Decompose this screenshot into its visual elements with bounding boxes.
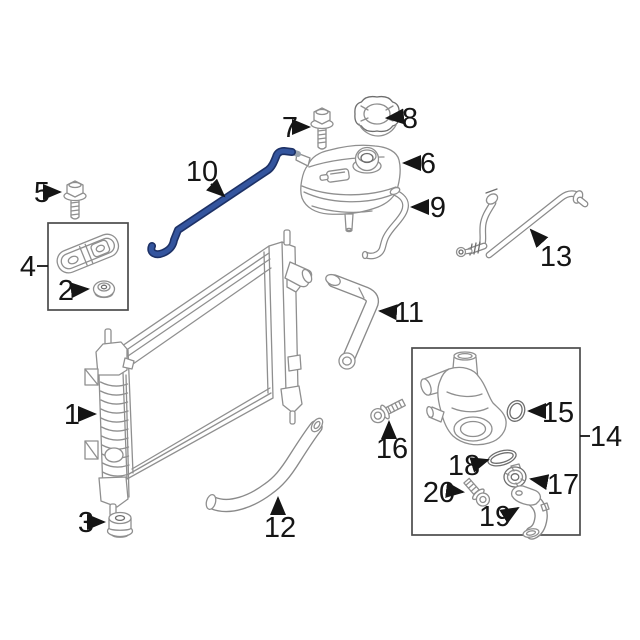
callout-label-5: 5	[34, 177, 50, 209]
callout-label-15: 15	[542, 397, 574, 429]
gasket-18-drawing	[487, 449, 517, 467]
callout-12: 12	[264, 496, 296, 544]
callout-label-16: 16	[376, 433, 408, 465]
callout-11: 11	[378, 297, 424, 329]
callout-label-12: 12	[264, 512, 296, 544]
callout-label-18: 18	[448, 450, 480, 482]
callout-9: 9	[410, 192, 446, 224]
grommet-3-drawing	[106, 511, 134, 538]
bolt-16-drawing	[370, 398, 406, 424]
hose-11-drawing	[325, 273, 380, 370]
bolt-7-drawing	[310, 107, 334, 150]
callout-label-9: 9	[430, 192, 446, 224]
radiator-drawing	[84, 229, 313, 517]
callout-label-14: 14	[590, 421, 622, 453]
radiator-left-top-mount	[95, 341, 128, 376]
hose-13-connector-tip	[455, 246, 467, 258]
callout-label-8: 8	[402, 103, 418, 135]
thermostat-17-drawing	[503, 463, 527, 488]
reservoir-filler-neck	[354, 146, 380, 172]
radiator-drain-boss	[104, 447, 124, 463]
group-box-4	[47, 222, 129, 311]
bolt-20-drawing	[463, 477, 491, 507]
callout-label-6: 6	[420, 148, 436, 180]
callout-19: 19	[479, 501, 520, 533]
callout-17: 17	[529, 469, 579, 501]
group-box-14	[411, 347, 581, 540]
callout-2: 2	[58, 275, 90, 307]
radiator-bottom-foot	[98, 476, 129, 508]
coolant-reservoir-drawing	[295, 144, 401, 233]
mount-bracket-drawing	[56, 233, 120, 274]
callout-16: 16	[376, 420, 408, 465]
callout-7: 7	[282, 112, 311, 144]
callouts: 1 2 3 4 5 6 7 8	[20, 103, 622, 544]
hose-12-drawing	[205, 417, 324, 513]
callout-4: 4	[20, 251, 48, 283]
callout-label-20: 20	[423, 477, 455, 509]
callout-label-10: 10	[186, 156, 218, 188]
bolt-5-drawing	[63, 180, 87, 220]
callout-label-11: 11	[394, 297, 424, 329]
radiator-bottom-right-bracket	[280, 385, 303, 414]
callout-label-19: 19	[479, 501, 511, 533]
callout-15: 15	[527, 397, 574, 429]
hose-9-drawing	[361, 186, 409, 260]
callout-5: 5	[34, 177, 62, 209]
callout-10: 10	[186, 156, 226, 198]
reservoir-cap-drawing	[354, 95, 400, 137]
hose-13-drawing	[455, 188, 589, 259]
callout-label-7: 7	[282, 112, 298, 144]
callout-18: 18	[448, 450, 490, 482]
callout-label-1: 1	[64, 399, 80, 431]
o-ring-15-drawing	[506, 400, 526, 422]
callout-label-17: 17	[547, 469, 579, 501]
callout-3: 3	[78, 507, 106, 539]
highlighted-hose-10-drawing	[147, 147, 301, 259]
callout-20: 20	[423, 477, 465, 509]
callout-label-3: 3	[78, 507, 94, 539]
radiator-core	[121, 245, 274, 480]
grommet-2-drawing	[92, 280, 116, 299]
thermostat-housing-drawing	[420, 351, 507, 446]
callout-14: 14	[580, 421, 622, 453]
callout-6: 6	[402, 148, 436, 180]
water-outlet-19-drawing	[510, 485, 550, 540]
callout-label-13: 13	[540, 241, 572, 273]
callout-1: 1	[64, 399, 97, 431]
radiator-top-pin	[283, 229, 291, 246]
group-14-outline-box	[411, 347, 581, 536]
callout-13: 13	[529, 228, 572, 273]
callout-label-2: 2	[58, 275, 74, 307]
callout-8: 8	[385, 103, 418, 135]
callout-label-4: 4	[20, 251, 36, 283]
